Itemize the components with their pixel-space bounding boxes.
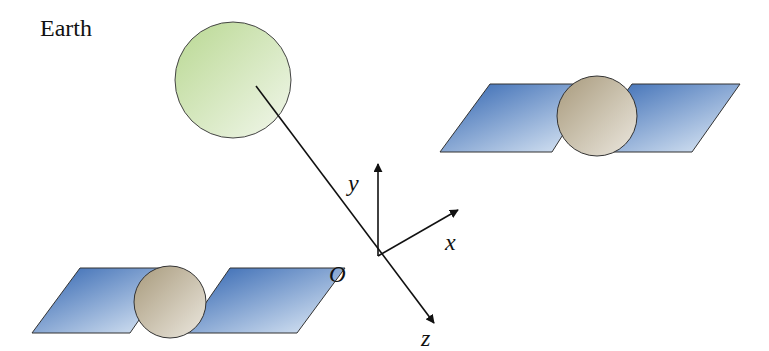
y-axis (377, 164, 379, 256)
satellite (32, 266, 345, 338)
earth-label: Earth (40, 16, 92, 40)
earth-circle (175, 22, 291, 138)
axis-label: x (445, 230, 456, 254)
axis-label: y (348, 171, 359, 195)
satellite (440, 76, 740, 156)
x-axis (378, 210, 458, 256)
axis-label: z (421, 326, 430, 350)
origin-label: O (329, 263, 346, 286)
